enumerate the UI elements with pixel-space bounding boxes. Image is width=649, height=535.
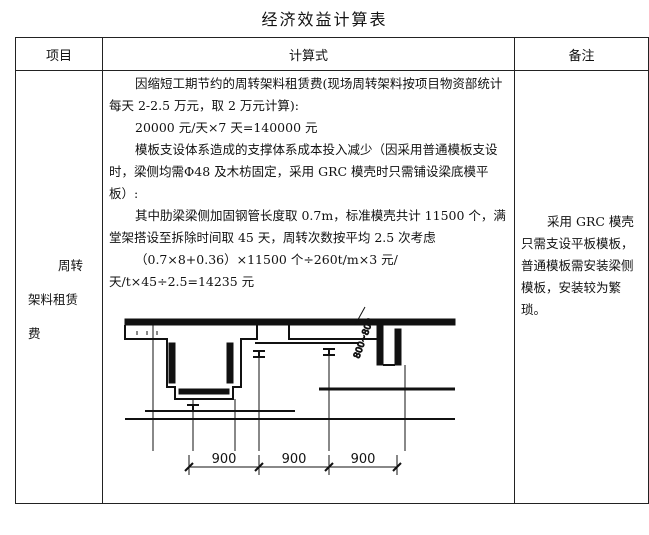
item-label-line1: 周转 bbox=[58, 258, 84, 273]
header-row: 项目 计算式 备注 bbox=[15, 37, 649, 71]
formula-cell: 因缩短工期节约的周转架料租赁费(现场周转架料按项目物资部统计每天 2-2.5 万… bbox=[102, 70, 515, 504]
table-title: 经济效益计算表 bbox=[261, 10, 388, 29]
note-text: 采用 GRC 模壳只需支设平板模板，普通模板需安装梁侧模板，安装较为繁琐。 bbox=[521, 214, 634, 317]
formula-support-calc: （0.7×8+0.36）×11500 个÷260t/m×3 元/天/t×45÷2… bbox=[109, 252, 398, 289]
formula-paragraph-rent: 因缩短工期节约的周转架料租赁费(现场周转架料按项目物资部统计每天 2-2.5 万… bbox=[109, 76, 503, 113]
dimension-label-1: 900 bbox=[212, 452, 237, 467]
table-row: 周转 架料租赁 费 因缩短工期节约的周转架料租赁费(现场周转架料按项目物资部统计… bbox=[15, 70, 649, 504]
item-cell: 周转 架料租赁 费 bbox=[15, 70, 103, 504]
formula-paragraph-params: 其中肋梁梁侧加固钢管长度取 0.7m，标准模壳共计 11500 个，满堂架搭设至… bbox=[109, 208, 506, 245]
header-note: 备注 bbox=[514, 37, 649, 71]
formwork-section-diagram: 800~800 900 900 900 bbox=[124, 306, 456, 475]
formula-rent-calc: 20000 元/天×7 天=140000 元 bbox=[135, 120, 318, 135]
formula-paragraph-support: 模板支设体系造成的支撑体系成本投入减少（因采用普通模板支设时，梁侧均需Φ48 及… bbox=[109, 142, 498, 201]
header-item: 项目 bbox=[15, 37, 103, 71]
dimension-label-2: 900 bbox=[282, 452, 307, 467]
note-cell: 采用 GRC 模壳只需支设平板模板，普通模板需安装梁侧模板，安装较为繁琐。 bbox=[514, 70, 649, 504]
header-formula: 计算式 bbox=[102, 37, 515, 71]
economic-benefit-table: 项目 计算式 备注 周转 架料租赁 费 因缩短工期节约的周转架料租赁费(现场周转… bbox=[15, 37, 649, 504]
item-label-line2: 架料租赁 bbox=[28, 292, 79, 307]
item-label-line3: 费 bbox=[28, 326, 41, 341]
dimension-label-3: 900 bbox=[351, 452, 376, 467]
